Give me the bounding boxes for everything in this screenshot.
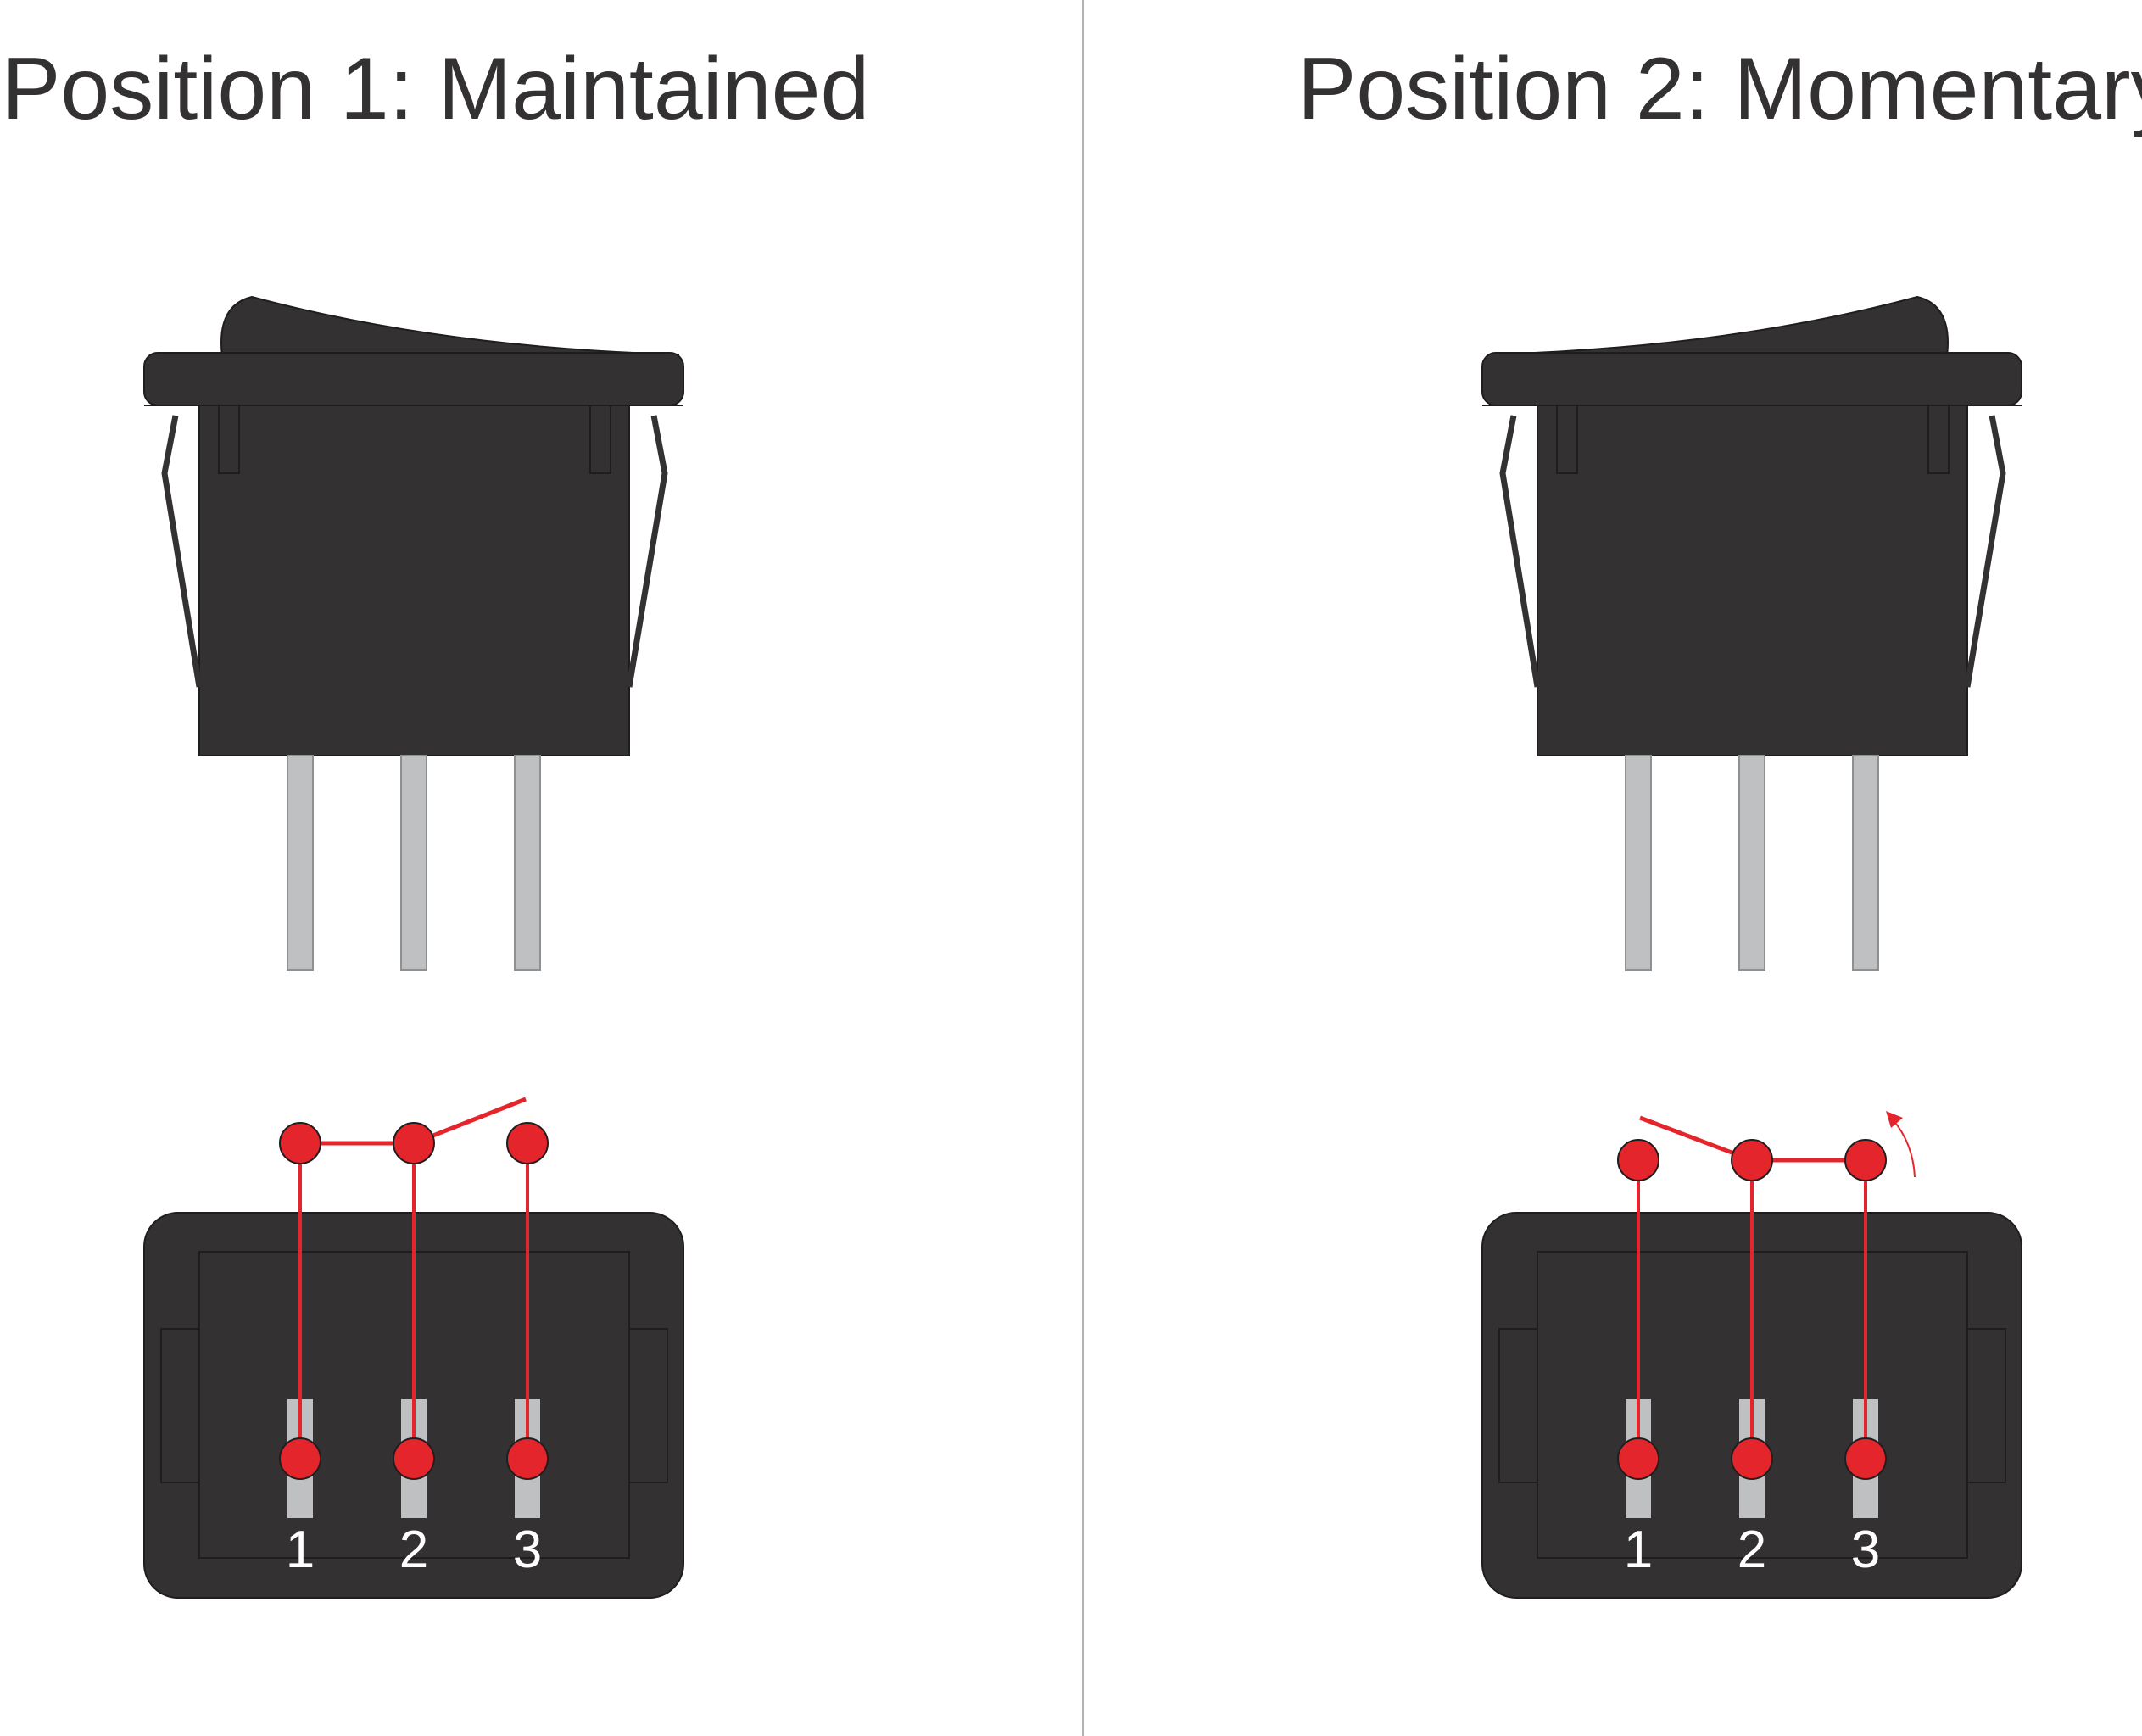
rocker-actuator xyxy=(1490,295,1949,361)
terminal-dot-2 xyxy=(393,1437,435,1480)
contact-dot-2 xyxy=(393,1122,435,1164)
pin-label-3: 3 xyxy=(513,1521,542,1579)
terminal-dot-1 xyxy=(279,1437,321,1480)
housing-slot-left xyxy=(218,405,240,474)
switch-bezel xyxy=(1481,352,2022,406)
housing-slot-left xyxy=(1556,405,1578,474)
terminal-1 xyxy=(1625,755,1652,971)
circuit-schematic xyxy=(1617,1111,1916,1480)
switch-bezel xyxy=(143,352,684,406)
base-tab-left xyxy=(160,1328,200,1483)
switch-side-view xyxy=(1481,295,2022,971)
switch-housing xyxy=(1537,405,1968,756)
pin-label-2: 2 xyxy=(1738,1521,1766,1579)
housing-slot-right xyxy=(589,405,611,474)
panel-title: Position 1: Maintained xyxy=(2,40,869,138)
terminal-2 xyxy=(1738,755,1765,971)
pin-label-1: 1 xyxy=(1624,1521,1653,1579)
panel-title: Position 2: Momentary xyxy=(1297,40,2142,138)
switch-housing xyxy=(198,405,630,756)
contact-dot-2 xyxy=(1731,1139,1773,1181)
contact-dot-1 xyxy=(279,1122,321,1164)
housing-slot-right xyxy=(1927,405,1950,474)
pin-label-1: 1 xyxy=(286,1521,315,1579)
panel-momentary: Position 2: Momentary 1 2 3 xyxy=(1297,40,2142,1599)
mounting-clip-right xyxy=(1964,415,2006,688)
contact-dot-1 xyxy=(1617,1139,1659,1181)
spring-return-arrowhead xyxy=(1886,1111,1903,1128)
base-tab-left xyxy=(1498,1328,1538,1483)
terminal-3 xyxy=(1852,755,1879,971)
terminal-dot-3 xyxy=(1844,1437,1887,1480)
terminal-1 xyxy=(287,755,314,971)
spring-return-arrow xyxy=(1892,1119,1916,1178)
contact-dot-3 xyxy=(1844,1139,1887,1181)
contact-dot-3 xyxy=(506,1122,549,1164)
terminal-3 xyxy=(514,755,541,971)
pin-label-3: 3 xyxy=(1851,1521,1880,1579)
pin-label-2: 2 xyxy=(399,1521,428,1579)
mounting-clip-right xyxy=(626,415,668,688)
mounting-clip-left xyxy=(161,415,203,688)
terminal-dot-3 xyxy=(506,1437,549,1480)
switch-side-view xyxy=(143,295,684,971)
rocker-actuator xyxy=(220,295,679,361)
base-tab-right xyxy=(628,1328,668,1483)
terminal-2 xyxy=(400,755,427,971)
circuit-schematic xyxy=(279,1097,549,1480)
base-tab-right xyxy=(1966,1328,2006,1483)
panel-maintained: Position 1: Maintained xyxy=(2,40,869,1599)
mounting-clip-left xyxy=(1499,415,1541,688)
terminal-dot-2 xyxy=(1731,1437,1773,1480)
terminal-dot-1 xyxy=(1617,1437,1659,1480)
